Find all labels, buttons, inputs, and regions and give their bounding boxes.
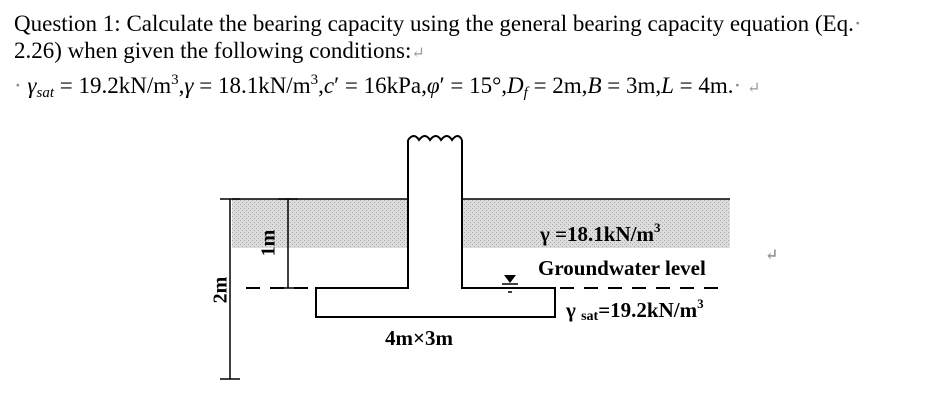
- gamma-sat-label: γ sat=19.2kN/m3: [565, 296, 704, 324]
- soil-layer-left: [232, 199, 408, 248]
- gamma-sat-value: = 19.2kN/m: [59, 73, 172, 98]
- question-line-1: Question 1: Calculate the bearing capaci…: [14, 11, 862, 36]
- question-line-1-text: Question 1: Calculate the bearing capaci…: [14, 11, 854, 36]
- question-line-2-text: 2.26) when given the following condition…: [14, 38, 412, 63]
- question-text: Question 1: Calculate the bearing capaci…: [14, 10, 934, 107]
- dimension-1m-label: 1m: [258, 229, 280, 256]
- cohesion-value: = 16kPa,: [344, 73, 427, 98]
- return-mark-icon: ↵: [746, 80, 761, 97]
- gamma-value: = 18.1kN/m: [199, 73, 311, 98]
- friction-angle-value: = 15°,: [450, 73, 508, 98]
- groundwater-label: Groundwater level: [538, 256, 706, 280]
- water-table-icon: [502, 275, 518, 293]
- break-line: [407, 135, 463, 142]
- length-value: = 4m.: [679, 73, 734, 98]
- gamma-label: γ =18.1kN/m3: [539, 220, 661, 246]
- soil-layer-right: [462, 199, 730, 248]
- footing-size-label: 4m×3m: [385, 326, 453, 350]
- depth-value: = 2m,: [533, 73, 588, 98]
- dimension-2m-label: 2m: [210, 276, 232, 303]
- conditions-line: · γsat = 19.2kN/m3,γ = 18.1kN/m3,c′ = 16…: [14, 72, 761, 101]
- return-mark-icon: ↵: [411, 45, 425, 62]
- width-value: = 3m,: [607, 73, 662, 98]
- column-footing: [315, 140, 556, 318]
- question-line-2: 2.26) when given the following condition…: [14, 37, 934, 67]
- return-mark-icon: ↵: [765, 247, 778, 264]
